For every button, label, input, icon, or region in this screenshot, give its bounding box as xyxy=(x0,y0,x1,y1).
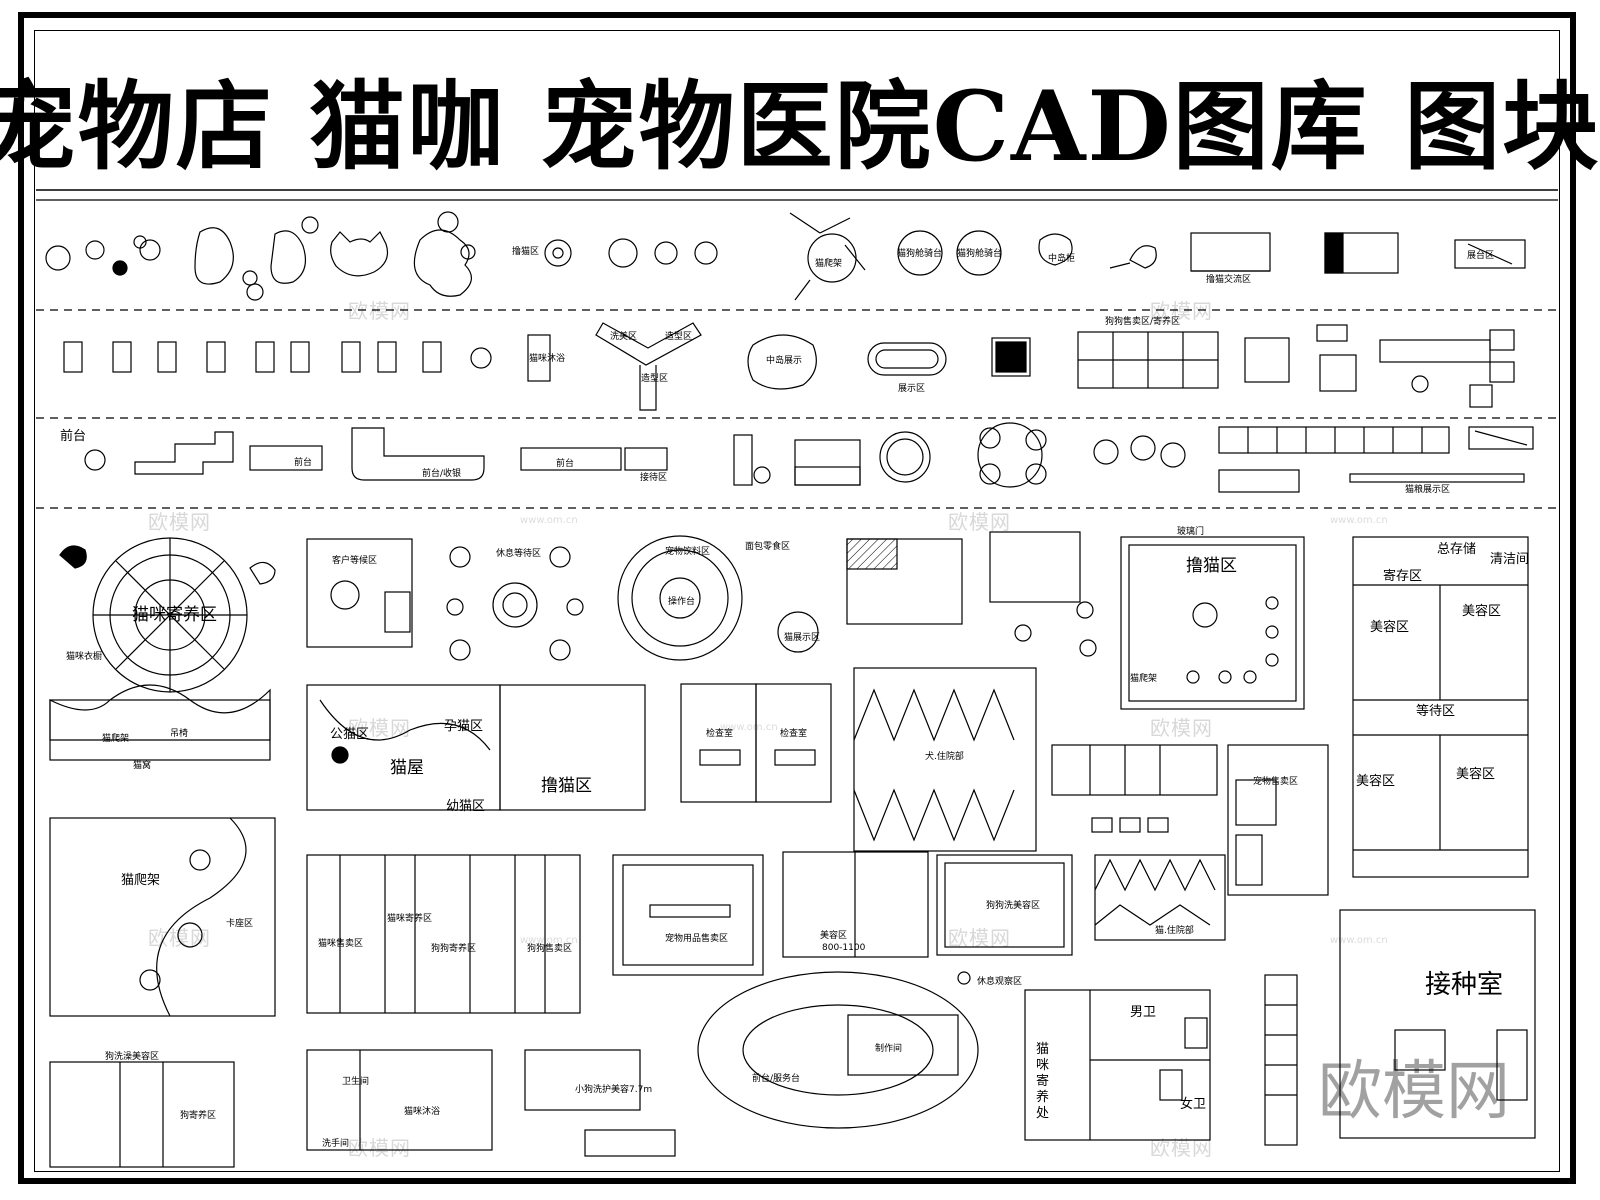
label-display-area: 展示区 xyxy=(898,384,926,394)
label-pet-care: 接待区 xyxy=(640,473,668,483)
label-front-cashier: 前台/收银 xyxy=(422,469,462,479)
watermark-logo: 欧模网 xyxy=(1318,1055,1510,1129)
label-shaping-c: 造型区 xyxy=(641,374,669,384)
label-check-room-2: 检查室 xyxy=(780,729,808,739)
label-grooming-a: 猫狗舱骑台 xyxy=(897,249,943,259)
label-vaccination: 接种室 xyxy=(1425,970,1504,1000)
label-cat-display: 猫粮展示区 xyxy=(1405,485,1451,495)
label-pet-shop: 宠物售卖区 xyxy=(1253,777,1299,787)
label-dog-boarding: 狗狗寄养区 xyxy=(431,944,477,954)
label-cat-boarding-2: 猫咪寄养区 xyxy=(387,914,433,924)
label-card-area: 卡座区 xyxy=(226,919,254,929)
label-display-cabinet: 展台区 xyxy=(1467,251,1495,261)
label-kitten-area: 幼猫区 xyxy=(446,799,486,814)
watermark: 欧模网 xyxy=(948,926,1011,950)
label-cat-boarding-vert: 猫咪寄养处 xyxy=(1036,1042,1050,1121)
label-grooming-4: 美容区 xyxy=(1456,767,1496,782)
label-check-room-1: 检查室 xyxy=(706,729,734,739)
label-front-desk-3: 前台 xyxy=(556,459,575,469)
label-cat-sales: 猫咪售卖区 xyxy=(318,939,364,949)
watermark: 欧模网 xyxy=(1150,299,1213,323)
label-front-service: 前台/服务台 xyxy=(752,1074,801,1084)
label-operation-table: 操作台 xyxy=(668,597,696,607)
watermark: 欧模网 xyxy=(148,510,211,534)
label-grooming-2: 美容区 xyxy=(1462,604,1502,619)
label-dog-wash-room: 狗狗洗美容区 xyxy=(986,901,1041,911)
label-pet-supplies: 宠物饮料区 xyxy=(665,547,711,557)
label-cat-boarding: 猫咪寄养区 xyxy=(132,605,217,625)
label-shaping-b: 造型区 xyxy=(665,332,693,342)
label-grooming-b: 猫狗舱骑台 xyxy=(957,249,1003,259)
label-front-desk: 前台 xyxy=(60,429,87,444)
label-front-desk-2: 前台 xyxy=(294,458,313,468)
label-dog-sales-boarding: 狗狗售卖区/寄养区 xyxy=(1105,317,1181,327)
label-waiting: 等待区 xyxy=(1416,704,1456,719)
label-central-bench: 中岛柜 xyxy=(1048,254,1076,264)
page-title: 宠物店 猫咖 宠物医院CAD图库 图块 xyxy=(0,69,1600,183)
label-hanging-bed: 吊椅 xyxy=(170,729,189,739)
label-shaping-a: 洗美区 xyxy=(610,332,638,342)
watermark-url: www.om.cn xyxy=(720,722,778,733)
label-public-area: 公猫区 xyxy=(330,727,370,742)
label-cat-wardrobe: 猫咪衣橱 xyxy=(66,652,103,662)
watermark-url: www.om.cn xyxy=(1330,515,1388,526)
watermark: 欧模网 xyxy=(948,510,1011,534)
label-grooming-3: 美容区 xyxy=(1356,774,1396,789)
drawing-border-outer xyxy=(18,12,1576,1184)
label-cat-area-big: 撸猫区 xyxy=(1186,556,1237,576)
label-central-island: 中岛展示 xyxy=(766,356,803,366)
label-dog-sales: 狗狗售卖区 xyxy=(527,944,573,954)
label-cat-climb-left: 猫爬架 xyxy=(102,734,130,744)
label-snack-display: 猫展示区 xyxy=(784,633,821,643)
watermark: 欧模网 xyxy=(348,1136,411,1160)
label-pet-supplies-sales: 宠物用品售卖区 xyxy=(665,934,729,944)
label-cat-climb-park: 猫爬架 xyxy=(121,873,161,888)
label-cat-exchange: 撸猫交流区 xyxy=(1206,275,1252,285)
label-pregnant-area: 孕猫区 xyxy=(444,719,484,734)
watermark-url: www.om.cn xyxy=(520,515,578,526)
label-cat-nest: 猫窝 xyxy=(133,761,152,771)
label-hours: 800-1100 xyxy=(822,943,866,953)
label-wash-area: 洗手间 xyxy=(322,1139,350,1149)
label-prep-room: 制作间 xyxy=(875,1044,903,1054)
label-cat-climb-side: 猫爬架 xyxy=(1130,674,1158,684)
label-cat-climb: 猫爬架 xyxy=(815,259,843,269)
label-dog-wash-grooming: 狗洗澡美容区 xyxy=(105,1052,160,1062)
label-snack-area: 面包零食区 xyxy=(745,542,791,552)
label-small-pet: 小狗洗护美容7.7m xyxy=(575,1085,653,1095)
label-dog-boarding-small: 狗寄养区 xyxy=(180,1111,217,1121)
label-glass-door: 玻璃门 xyxy=(1177,527,1205,537)
label-rest-observe: 休息观察区 xyxy=(977,977,1023,987)
label-cat-area-2: 撸猫区 xyxy=(541,776,592,796)
label-cleaning: 清洁间 xyxy=(1490,552,1530,567)
label-cat-area: 撸猫区 xyxy=(512,247,540,257)
label-bathing: 猫咪沐浴 xyxy=(529,354,566,364)
watermark: 欧模网 xyxy=(1150,716,1213,740)
label-grooming-1: 美容区 xyxy=(1370,620,1410,635)
label-cat-house: 猫屋 xyxy=(390,758,424,778)
label-customer-wait: 客户等候区 xyxy=(332,556,378,566)
label-grooming-hours: 美容区 xyxy=(820,931,848,941)
drawing-border-inner xyxy=(34,30,1560,1172)
label-bathroom: 卫生间 xyxy=(342,1077,370,1087)
watermark: 欧模网 xyxy=(348,299,411,323)
label-storage: 总存储 xyxy=(1437,542,1477,557)
watermark-url: www.om.cn xyxy=(1330,935,1388,946)
label-boarding-room: 寄存区 xyxy=(1383,569,1423,584)
watermark-url: www.om.cn xyxy=(520,935,578,946)
label-big-dog-kennel: 犬.住院部 xyxy=(925,752,964,762)
label-male-wc: 男卫 xyxy=(1130,1005,1157,1020)
label-female-wc: 女卫 xyxy=(1180,1097,1207,1112)
label-cat-bath: 猫咪沐浴 xyxy=(404,1107,441,1117)
label-rest-wait: 休息等待区 xyxy=(496,549,542,559)
label-small-kennel: 猫.住院部 xyxy=(1155,926,1194,936)
